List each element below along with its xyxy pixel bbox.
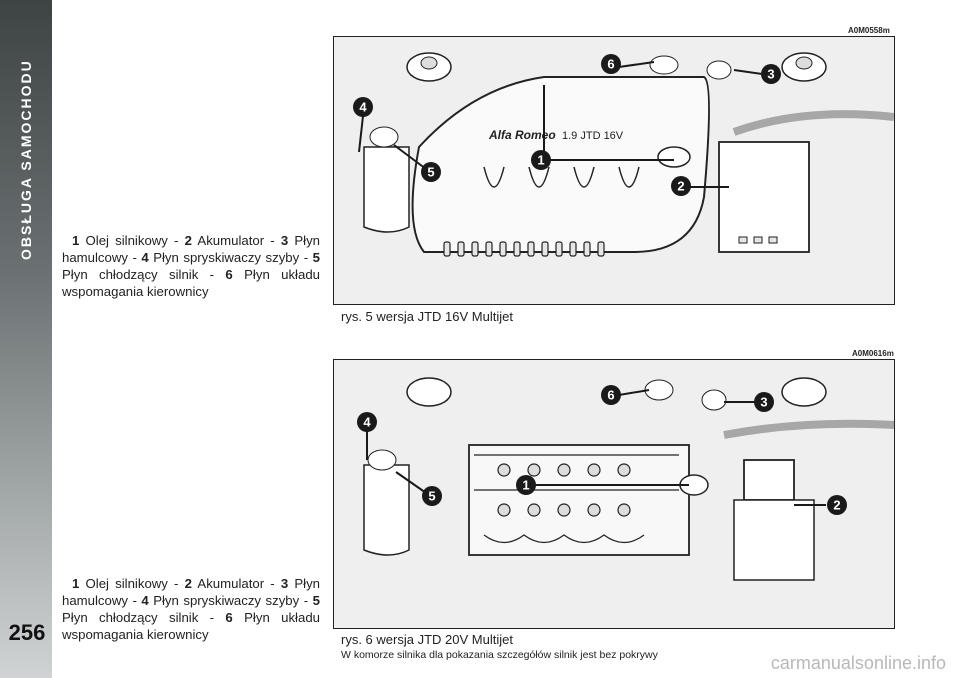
marker-4: 4 — [363, 415, 371, 430]
engine-illustration-1: Alfa Romeo 1.9 JTD 16V — [334, 37, 895, 304]
side-strip — [0, 0, 52, 678]
legend-caption-2: 1 Olej silnikowy - 2 Akumulator - 3 Płyn… — [62, 576, 321, 642]
legend-caption-1: 1 Olej silnikowy - 2 Akumulator - 3 Płyn… — [62, 233, 321, 299]
marker-5: 5 — [427, 165, 434, 180]
marker-6: 6 — [607, 388, 614, 403]
brand-logo: Alfa Romeo — [488, 128, 556, 142]
marker-3: 3 — [760, 395, 767, 410]
figure-2-code: A0M0616m — [852, 349, 894, 358]
figure-1-engine-16v: Alfa Romeo 1.9 JTD 16V — [333, 36, 895, 305]
marker-1: 1 — [522, 478, 529, 493]
marker-2: 2 — [677, 179, 684, 194]
marker-1: 1 — [537, 153, 544, 168]
engine-illustration-2: 1 2 3 4 5 6 — [334, 360, 895, 628]
marker-3: 3 — [767, 67, 774, 82]
marker-2: 2 — [833, 498, 840, 513]
figure-2-note: W komorze silnika dla pokazania szczegół… — [341, 649, 658, 661]
marker-4: 4 — [359, 100, 367, 115]
marker-6: 6 — [607, 57, 614, 72]
marker-group-1: 1 2 3 4 5 6 — [353, 54, 781, 196]
figure-2-engine-20v: 1 2 3 4 5 6 — [333, 359, 895, 629]
figure-1-caption: rys. 5 wersja JTD 16V Multijet — [341, 309, 513, 324]
marker-group-2: 1 2 3 4 5 6 — [357, 385, 847, 515]
watermark: carmanualsonline.info — [770, 653, 946, 673]
section-title: OBSŁUGA SAMOCHODU — [18, 59, 34, 260]
figure-1-code: A0M0558m — [848, 26, 890, 35]
marker-5: 5 — [428, 489, 435, 504]
figure-2-caption: rys. 6 wersja JTD 20V Multijet — [341, 632, 513, 647]
page-number: 256 — [8, 620, 46, 645]
engine-label: 1.9 JTD 16V — [562, 130, 624, 142]
